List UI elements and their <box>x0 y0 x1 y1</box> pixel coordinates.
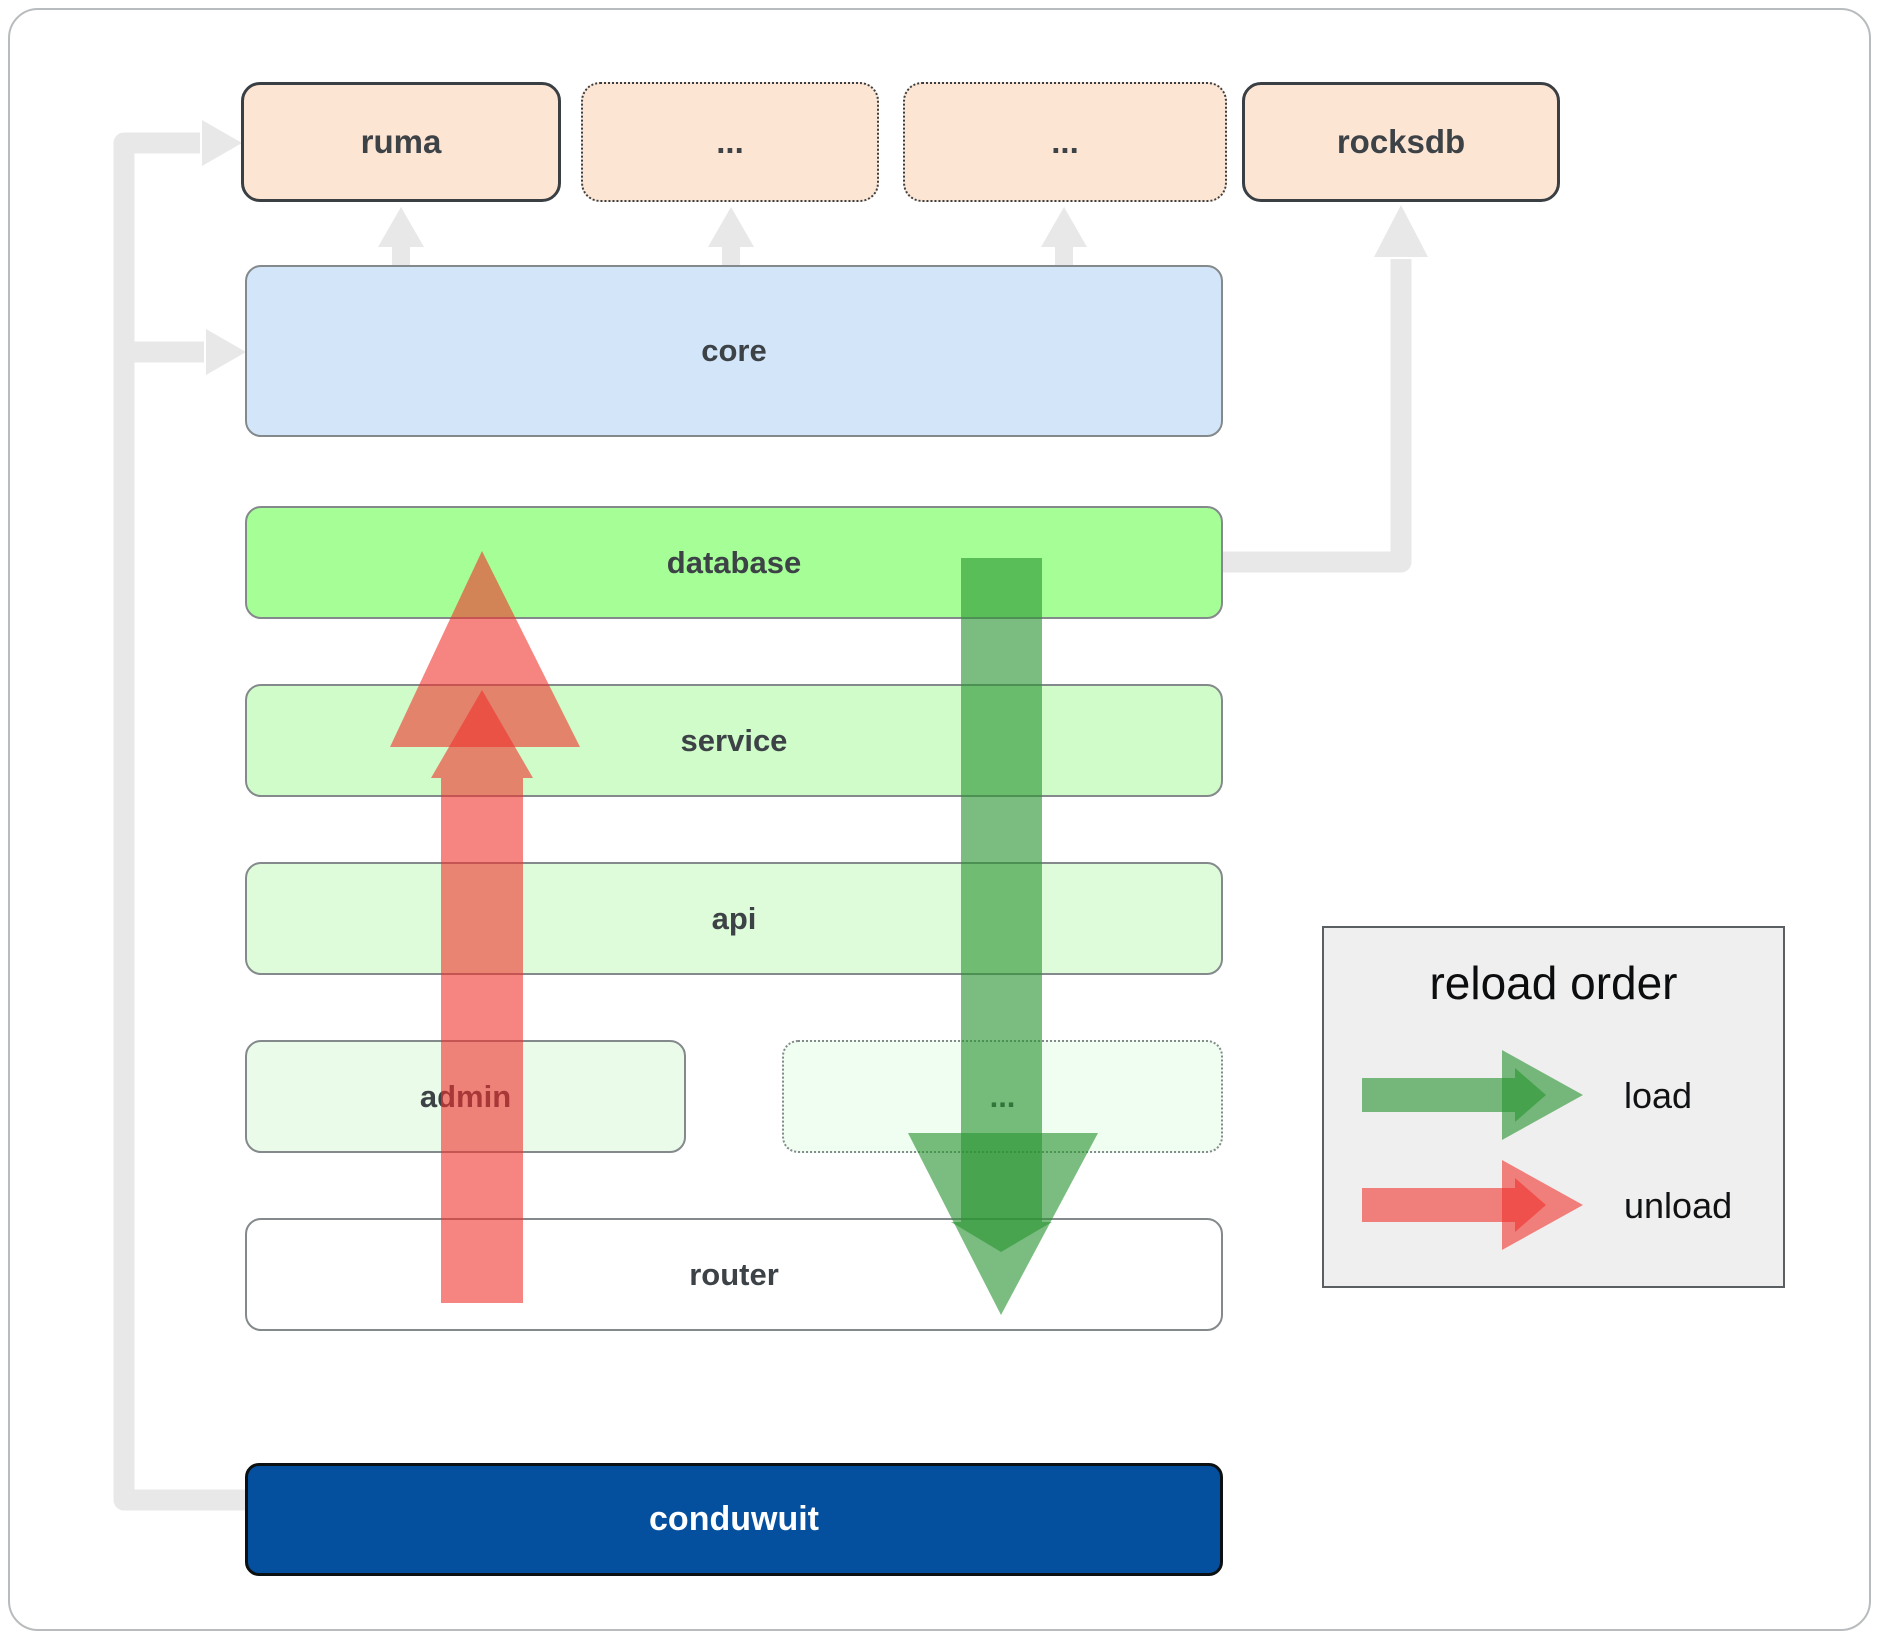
box-rocksdb: rocksdb <box>1242 82 1560 202</box>
box-core: core <box>245 265 1223 437</box>
box-database: database <box>245 506 1223 619</box>
connector-database-to-rocksdb <box>1222 205 1428 573</box>
box-conduwuit: conduwuit <box>245 1463 1223 1576</box>
box-ellipsis-1: ... <box>581 82 879 202</box>
connector-core-to-ellipsis2-arrow <box>1041 207 1087 267</box>
arrowhead-to-core <box>206 329 246 375</box>
box-ruma-label: ruma <box>360 123 442 160</box>
box-database-label: database <box>666 544 802 580</box>
box-service: service <box>245 684 1223 797</box>
box-ellipsis-2-label: ... <box>1051 123 1079 160</box>
box-api: api <box>245 862 1223 975</box>
arrowhead-to-ruma <box>202 120 242 166</box>
legend-load-label: load <box>1624 1075 1693 1116</box>
box-router-label: router <box>689 1256 779 1292</box>
box-ellipsis-2: ... <box>903 82 1227 202</box>
outer-frame <box>8 8 1871 1631</box>
arrowhead-to-rocksdb <box>1374 205 1428 257</box>
box-ellipsis-1-label: ... <box>716 123 744 160</box>
legend: reload order load unload <box>1322 926 1785 1288</box>
box-conduwuit-label: conduwuit <box>649 1500 819 1538</box>
connector-branch-to-core <box>124 329 246 375</box>
box-ruma: ruma <box>241 82 561 202</box>
box-rocksdb-label: rocksdb <box>1336 123 1466 160</box>
box-ellipsis-modules: ... <box>782 1040 1223 1153</box>
box-admin: admin <box>245 1040 686 1153</box>
connector-core-to-ellipsis1-arrow <box>708 207 754 267</box>
box-router: router <box>245 1218 1223 1331</box>
connector-core-to-ruma-arrow <box>378 207 424 267</box>
box-ellipsis-modules-label: ... <box>989 1078 1016 1114</box>
box-core-label: core <box>701 333 767 368</box>
box-service-label: service <box>680 722 788 758</box>
legend-title: reload order <box>1429 957 1678 1009</box>
box-api-label: api <box>711 900 757 936</box>
connector-conduwuit-to-ruma <box>113 120 246 1511</box>
box-admin-label: admin <box>419 1078 512 1114</box>
legend-unload-label: unload <box>1624 1185 1733 1226</box>
